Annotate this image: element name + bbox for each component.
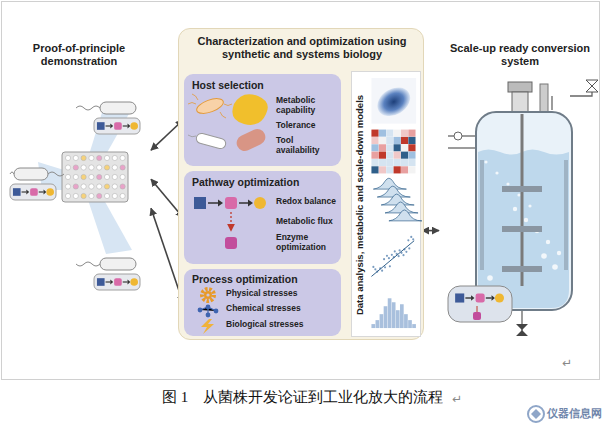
node-item: Chemical stresses (226, 304, 336, 314)
watermark-logo (528, 406, 544, 422)
watermark: 仪器信息网 (547, 406, 602, 421)
frame-border (2, 2, 600, 380)
node-item: Metabolic flux (276, 217, 338, 227)
bioreactor-illustration (440, 40, 600, 340)
node-item: Redox balance (276, 197, 338, 207)
node-heading: Process optimization (192, 273, 332, 285)
optimization-panel: Characterization and optimization using … (178, 28, 424, 340)
node-item: Metabolic capability (276, 96, 338, 116)
process-box: Host selectionMetabolic capabilityTolera… (184, 74, 341, 166)
process-box: Process optimizationPhysical stressesChe… (184, 269, 341, 336)
stage-region: Proof-of-principle demonstration (8, 40, 150, 330)
node-heading: Data analysis, metabolic and scale-down … (355, 77, 366, 333)
model-column: Data analysis, metabolic and scale-down … (351, 71, 421, 337)
node-item: Tool availability (276, 136, 338, 156)
stage-region: Scale-up ready conversion system (440, 40, 600, 340)
node-heading: Pathway optimization (192, 176, 332, 188)
node-heading: Host selection (192, 79, 332, 91)
node-item: Biological stresses (226, 320, 336, 330)
node-heading: Characterization and optimization using … (187, 35, 417, 60)
double-arrow (422, 230, 439, 232)
node-item: Physical stresses (226, 289, 336, 299)
node-heading: Scale-up ready conversion system (444, 42, 596, 67)
paragraph-mark: ↵ (562, 356, 572, 370)
node-item: Enzyme optimization (276, 233, 338, 253)
node-item: Tolerance (276, 121, 338, 131)
paragraph-mark: ↵ (452, 392, 462, 406)
node-heading: Proof-of-principle demonstration (12, 42, 146, 67)
process-box: Pathway optimizationRedox balanceMetabol… (184, 171, 341, 264)
figure-caption: 图 1 从菌株开发论证到工业化放大的流程 (0, 388, 605, 407)
screening-illustration (8, 40, 150, 330)
